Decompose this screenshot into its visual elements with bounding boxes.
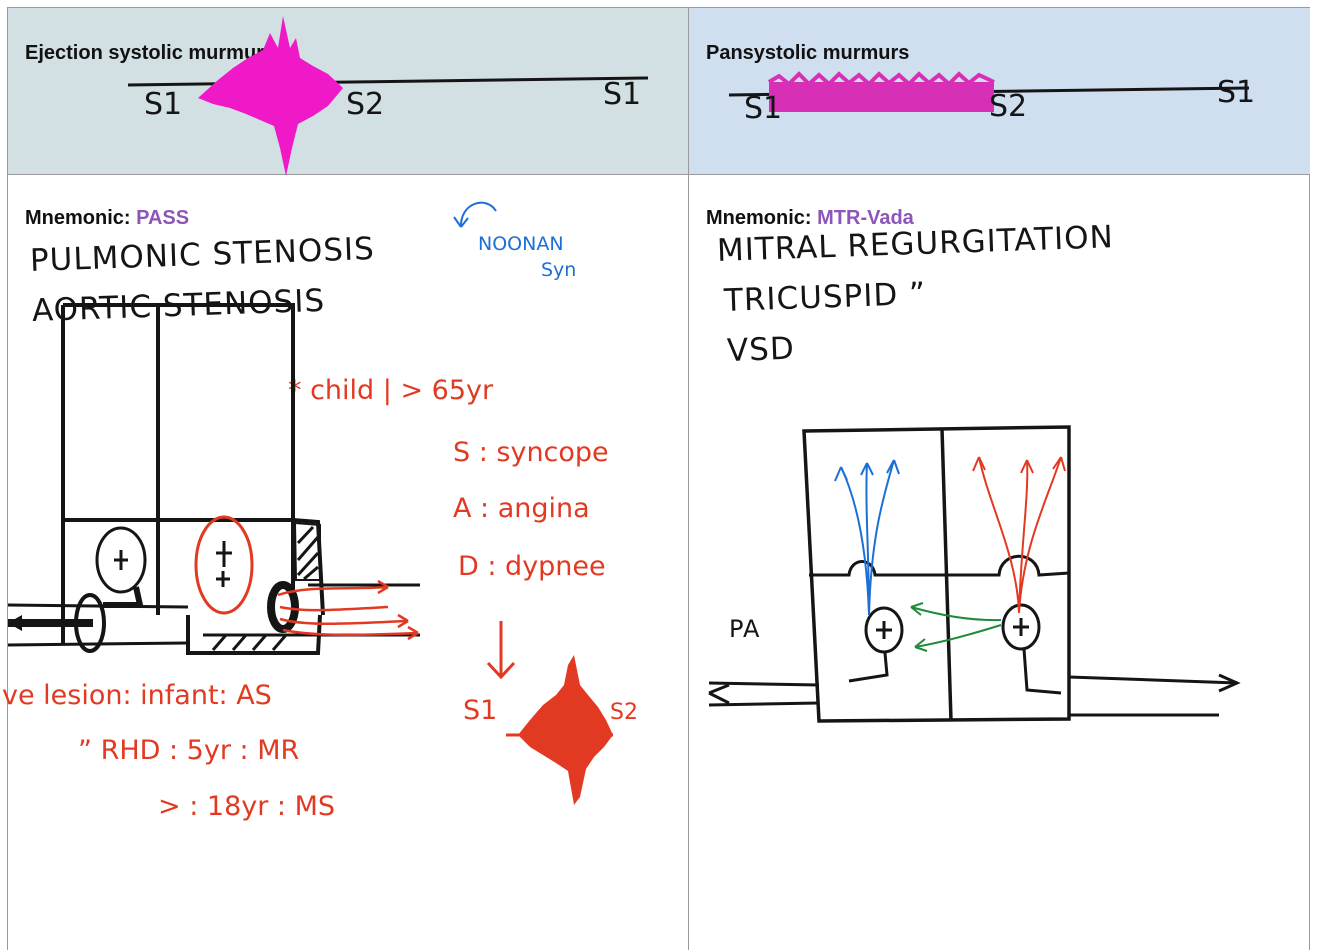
- murmur-table: Ejection systolic murmurs S1 S2 S1 Pansy…: [2, 7, 1310, 950]
- pansystolic-mnemonic-code: MTR-Vada: [817, 207, 914, 229]
- note-rhd: ” RHD : 5yr : MR: [78, 735, 300, 766]
- pansystolic-s2-label: S2: [989, 89, 1027, 124]
- note-dypnee: D : dypnee: [458, 551, 606, 582]
- ejection-sound-diagram: S1 S2 S1: [127, 16, 649, 176]
- header-ejection-systolic: Ejection systolic murmurs S1 S2 S1: [8, 8, 689, 176]
- note-angina: A : angina: [453, 493, 590, 524]
- pansystolic-s1-end-label: S1: [1217, 75, 1255, 110]
- ejection-title: Ejection systolic murmurs: [25, 42, 276, 64]
- pansystolic-mnemonic-label: Mnemonic:: [706, 207, 812, 229]
- note-noonan: NOONAN: [478, 233, 564, 255]
- ejection-notes-cell: Mnemonic: PASS PULMONIC STENOSIS AORTIC …: [2, 175, 689, 950]
- pansystolic-s1-label: S1: [744, 91, 782, 126]
- ejection-murmur-burst: [198, 16, 343, 176]
- ejection-s1-label: S1: [144, 87, 182, 122]
- ejection-mnemonic: Mnemonic: PASS: [25, 207, 189, 230]
- pansystolic-sound-diagram: S1 S2 S1: [728, 71, 1255, 126]
- header-pansystolic: Pansystolic murmurs S1 S2 S1: [689, 8, 1310, 175]
- pansystolic-murmur-band: [767, 71, 995, 112]
- note-ms: > : 18yr : MS: [158, 791, 336, 822]
- pansystolic-mnemonic: Mnemonic: MTR-Vada: [706, 207, 914, 230]
- ejection-mnemonic-code: PASS: [136, 207, 190, 229]
- ejection-s2-label: S2: [346, 87, 384, 122]
- pansystolic-notes-cell: Mnemonic: MTR-Vada MITRAL REGURGITATION …: [689, 175, 1310, 950]
- note-noonan-syn: Syn: [541, 259, 577, 281]
- note-syncope: S : syncope: [453, 437, 609, 468]
- aortic-stenosis-diagram: [7, 201, 613, 805]
- note-child-age: * child | > 65yr: [288, 375, 494, 406]
- note-lesion: ve lesion: infant: AS: [2, 680, 272, 711]
- vsd-heart-diagram: [708, 425, 1241, 723]
- ejection-mnemonic-label: Mnemonic:: [25, 207, 131, 229]
- pansystolic-title: Pansystolic murmurs: [706, 42, 910, 64]
- note-s1: S1: [463, 695, 498, 726]
- note-s2: S2: [610, 700, 638, 725]
- ejection-s1-end-label: S1: [603, 77, 641, 112]
- note-pa: PA: [729, 615, 761, 643]
